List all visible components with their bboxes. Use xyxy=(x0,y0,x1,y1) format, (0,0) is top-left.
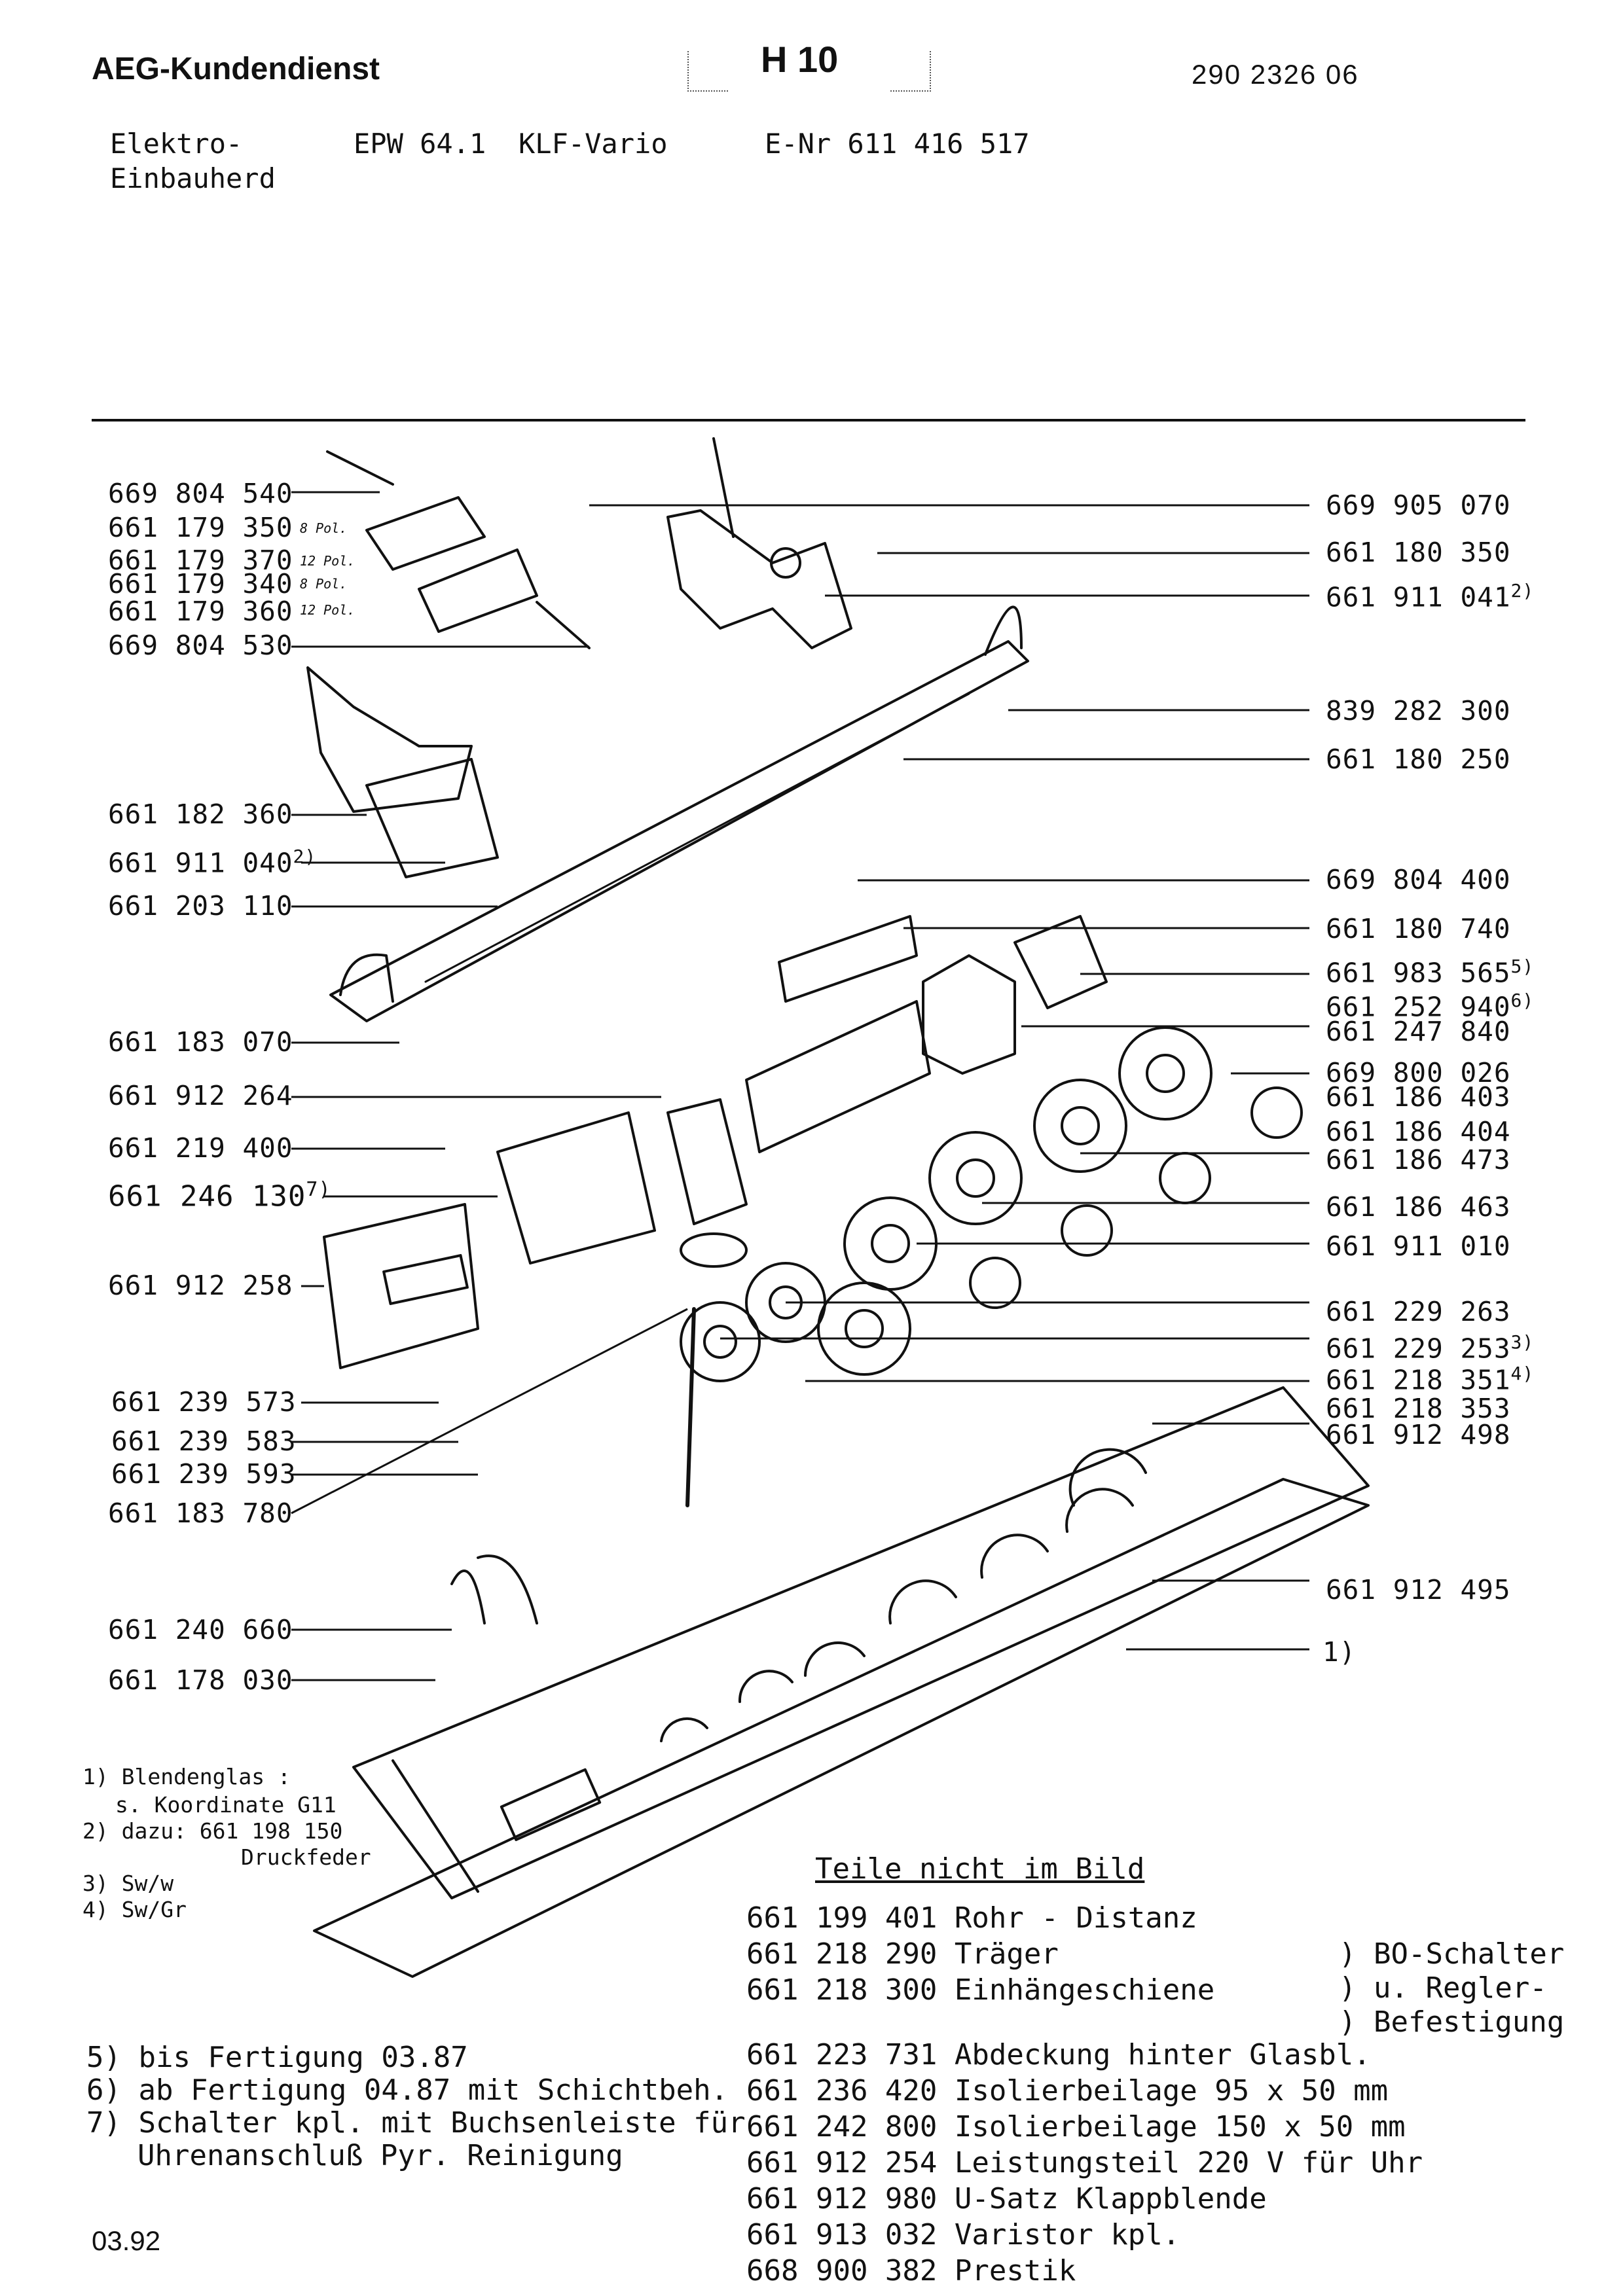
print-date: 03.92 xyxy=(92,2225,161,2256)
parts-list-row: 661 236 420 Isolierbeilage 95 x 50 mm xyxy=(746,2074,1389,2108)
e-number: E-Nr 611 416 517 xyxy=(765,128,1030,160)
group-note-line-2: ) u. Regler- xyxy=(1339,1971,1547,2005)
callout-661-911-010: 661 911 010 xyxy=(1326,1230,1511,1262)
product-line-1: Elektro- xyxy=(110,128,243,160)
parts-list-row: 661 218 290 Träger xyxy=(746,1937,1059,1971)
callout-661-180-250: 661 180 250 xyxy=(1326,744,1511,775)
callout-661-179-340: 661 179 340 xyxy=(108,568,293,600)
callout-661-180-350: 661 180 350 xyxy=(1326,537,1511,568)
callout-661-218-351: 661 218 3514) xyxy=(1326,1363,1535,1396)
group-note-line-3: ) Befestigung xyxy=(1339,2005,1565,2039)
callout-661-239-573: 661 239 573 xyxy=(111,1386,297,1418)
callout-tag: 8 Pol. xyxy=(300,576,348,592)
callout-661-218-353: 661 218 353 xyxy=(1326,1393,1511,1424)
callout-661-239-583: 661 239 583 xyxy=(111,1426,297,1457)
callout-661-203-110: 661 203 110 xyxy=(108,890,293,922)
callout-661-179-350: 661 179 350 xyxy=(108,512,293,543)
header-bracket-left xyxy=(687,51,728,92)
parts-list-row: 661 218 300 Einhängeschiene xyxy=(746,1973,1215,2007)
callout-661-183-070: 661 183 070 xyxy=(108,1026,293,1058)
callout-661-246-130: 661 246 1307) xyxy=(108,1178,331,1213)
callout-839-282-300: 839 282 300 xyxy=(1326,695,1511,726)
footnote-3: 3) Sw/w xyxy=(82,1871,174,1896)
footnote-1-ref: s. Koordinate G11 xyxy=(115,1792,337,1818)
parts-list-row: 661 223 731 Abdeckung hinter Glasbl. xyxy=(746,2038,1371,2072)
callout-footnote-1: 1) xyxy=(1322,1636,1357,1668)
callout-661-229-253: 661 229 2533) xyxy=(1326,1331,1535,1365)
callout-661-183-780: 661 183 780 xyxy=(108,1498,293,1529)
doc-number: 290 2326 06 xyxy=(1192,59,1359,90)
model-variant: KLF-Vario xyxy=(519,128,668,160)
model-number: EPW 64.1 xyxy=(354,128,486,160)
callout-669-800-026: 669 800 026 xyxy=(1326,1057,1511,1088)
parts-list-row: 661 913 032 Varistor kpl. xyxy=(746,2218,1180,2251)
callout-661-912-264: 661 912 264 xyxy=(108,1080,293,1111)
callout-661-179-360: 661 179 360 xyxy=(108,596,293,627)
footnote-4: 4) Sw/Gr xyxy=(82,1897,187,1922)
callout-669-804-540: 669 804 540 xyxy=(108,478,293,509)
callout-661-240-660: 661 240 660 xyxy=(108,1614,293,1645)
callout-661-178-030: 661 178 030 xyxy=(108,1664,293,1696)
callout-669-905-070: 669 905 070 xyxy=(1326,490,1511,521)
callout-tag: 12 Pol. xyxy=(300,602,356,618)
header-divider xyxy=(92,419,1525,422)
callout-tag: 12 Pol. xyxy=(300,553,356,569)
callout-661-186-404: 661 186 404 xyxy=(1326,1116,1511,1147)
callout-661-247-840: 661 247 840 xyxy=(1326,1016,1511,1047)
footnote-6: 6) ab Fertigung 04.87 mit Schichtbeh. xyxy=(86,2073,729,2107)
footnote-5: 5) bis Fertigung 03.87 xyxy=(86,2041,468,2074)
callout-661-186-403: 661 186 403 xyxy=(1326,1081,1511,1113)
page-code: H 10 xyxy=(761,39,839,80)
callout-661-912-498: 661 912 498 xyxy=(1326,1419,1511,1450)
callout-661-219-400: 661 219 400 xyxy=(108,1132,293,1164)
footnote-7: 7) Schalter kpl. mit Buchsenleiste für xyxy=(86,2106,746,2140)
footnote-7-cont: Uhrenanschluß Pyr. Reinigung xyxy=(137,2139,623,2172)
callout-661-911-040: 661 911 0402) xyxy=(108,846,317,879)
callout-669-804-530: 669 804 530 xyxy=(108,630,293,661)
footnote-2: 2) dazu: 661 198 150 xyxy=(82,1818,343,1844)
parts-not-shown-title: Teile nicht im Bild xyxy=(815,1852,1145,1886)
parts-not-shown-list: 661 199 401 Rohr - Distanz 661 218 290 T… xyxy=(746,1901,1423,2287)
callout-661-911-041: 661 911 0412) xyxy=(1326,580,1535,613)
parts-list-row: 661 912 980 U-Satz Klappblende xyxy=(746,2182,1267,2215)
footnote-1: 1) Blendenglas : xyxy=(82,1764,291,1789)
parts-list-row: 661 199 401 Rohr - Distanz xyxy=(746,1901,1197,1935)
callout-661-912-495: 661 912 495 xyxy=(1326,1574,1511,1605)
callout-669-804-400: 669 804 400 xyxy=(1326,864,1511,895)
callout-661-912-258: 661 912 258 xyxy=(108,1270,293,1301)
brand-title: AEG-Kundendienst xyxy=(92,52,380,86)
parts-list-row: 668 900 382 Prestik xyxy=(746,2254,1076,2287)
callout-tag: 8 Pol. xyxy=(300,520,348,536)
parts-list-row: 661 912 254 Leistungsteil 220 V für Uhr xyxy=(746,2146,1423,2179)
header-bracket-right xyxy=(890,51,931,92)
callout-661-182-360: 661 182 360 xyxy=(108,798,293,830)
group-note-line-1: ) BO-Schalter xyxy=(1339,1937,1565,1971)
callout-661-186-473: 661 186 473 xyxy=(1326,1144,1511,1175)
callout-661-186-463: 661 186 463 xyxy=(1326,1191,1511,1223)
callout-661-239-593: 661 239 593 xyxy=(111,1458,297,1490)
product-line-2: Einbauherd xyxy=(110,162,276,194)
callout-661-180-740: 661 180 740 xyxy=(1326,913,1511,944)
parts-list-row: 661 242 800 Isolierbeilage 150 x 50 mm xyxy=(746,2110,1406,2144)
callout-661-983-565: 661 983 5655) xyxy=(1326,956,1535,989)
callout-661-252-940: 661 252 9406) xyxy=(1326,990,1535,1023)
footnote-2-desc: Druckfeder xyxy=(241,1844,371,1870)
callout-661-229-263: 661 229 263 xyxy=(1326,1296,1511,1327)
callout-661-179-370: 661 179 370 xyxy=(108,545,293,576)
